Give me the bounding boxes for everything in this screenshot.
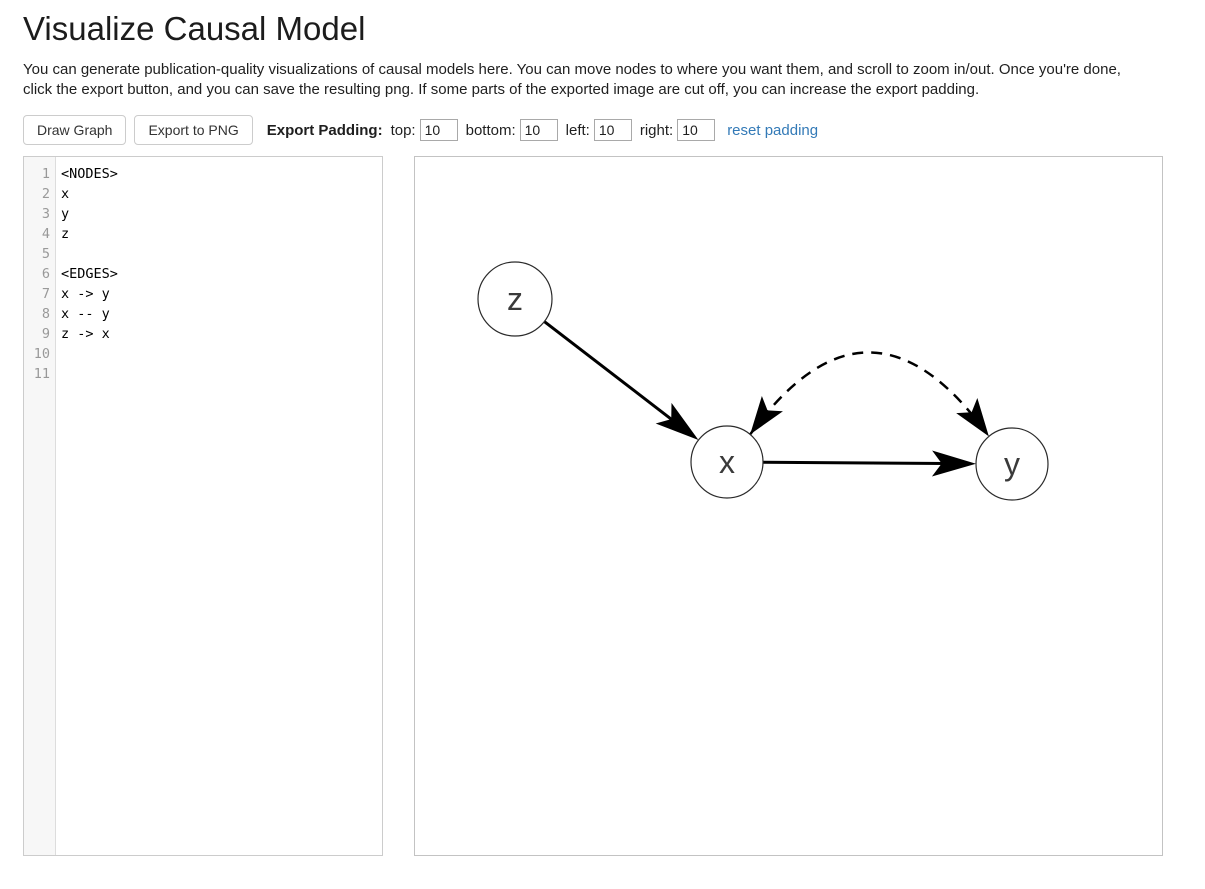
export-png-button[interactable]: Export to PNG	[134, 115, 253, 145]
line-number: 4	[41, 226, 50, 242]
padding-right-field: right:	[639, 119, 716, 141]
line-number: 6	[41, 266, 50, 282]
editor-line[interactable]: 10	[24, 344, 382, 364]
export-padding-label: Export Padding:	[266, 121, 383, 139]
editor-line[interactable]: 8 x -- y	[24, 304, 382, 324]
padding-right-label: right:	[639, 121, 674, 139]
graph-svg[interactable]: z x y	[415, 157, 1162, 855]
arc-arrowhead-y	[956, 397, 989, 437]
page-description: You can generate publication-quality vis…	[23, 61, 1121, 98]
padding-bottom-input[interactable]	[519, 119, 558, 141]
editor-line[interactable]: 1 <NODES>	[24, 164, 382, 184]
reset-padding-link[interactable]: reset padding	[727, 121, 819, 139]
padding-left-field: left:	[566, 119, 632, 141]
padding-bottom-label: bottom:	[465, 121, 516, 139]
edge-arrowhead-y	[931, 450, 977, 477]
padding-right-input[interactable]	[677, 119, 716, 141]
node-label-z: z	[507, 281, 523, 317]
code-text[interactable]: <NODES>	[61, 166, 118, 182]
code-text[interactable]	[56, 364, 61, 384]
code-text[interactable]: x	[61, 186, 70, 202]
node-label-y: y	[1004, 446, 1020, 482]
arc-arrowhead-x	[750, 396, 783, 435]
padding-top-label: top:	[390, 121, 416, 139]
line-number: 11	[33, 366, 50, 382]
graph-node-z[interactable]	[477, 261, 553, 337]
editor-line[interactable]: 5	[24, 244, 382, 264]
edge-line-z-x	[543, 320, 676, 423]
line-number: 7	[41, 286, 50, 302]
editor-line[interactable]: 7 x -> y	[24, 284, 382, 304]
page: Visualize Causal Model You can generate …	[0, 10, 1205, 856]
line-number: 3	[41, 206, 50, 222]
edge-line-x-y	[762, 460, 947, 466]
line-number: 10	[33, 346, 50, 362]
padding-bottom-field: bottom:	[466, 119, 558, 141]
line-number: 2	[41, 186, 50, 202]
editor-line[interactable]: 9 z -> x	[24, 324, 382, 344]
editor-gutter	[24, 157, 56, 855]
padding-left-input[interactable]	[593, 119, 632, 141]
code-text[interactable]: <EDGES>	[61, 266, 118, 282]
page-title: Visualize Causal Model	[23, 10, 366, 47]
code-text[interactable]: z	[61, 226, 70, 242]
line-number: 1	[41, 166, 50, 182]
code-text[interactable]	[56, 244, 61, 264]
line-number: 5	[41, 246, 50, 262]
edge-arrowhead-x	[655, 402, 699, 441]
padding-top-input[interactable]	[419, 119, 458, 141]
padding-left-label: left:	[565, 121, 590, 139]
edge-arc-x-y	[749, 351, 990, 438]
node-label-x: x	[719, 444, 735, 480]
code-text[interactable]: y	[61, 206, 70, 222]
draw-graph-button[interactable]: Draw Graph	[23, 115, 127, 145]
line-number: 9	[41, 326, 50, 342]
code-text[interactable]: x -- y	[61, 306, 110, 322]
editor-line[interactable]: 11	[24, 364, 382, 384]
code-text[interactable]	[56, 344, 61, 364]
code-text[interactable]: z -> x	[61, 326, 110, 342]
graph-node-x[interactable]	[690, 425, 764, 499]
padding-top-field: top:	[391, 119, 458, 141]
editor-line[interactable]: 6 <EDGES>	[24, 264, 382, 284]
line-number: 8	[41, 306, 50, 322]
toolbar: Draw Graph Export to PNG Export Padding:…	[23, 115, 1163, 145]
code-text[interactable]: x -> y	[61, 286, 110, 302]
graph-canvas[interactable]: z x y	[414, 156, 1163, 856]
graph-node-y[interactable]	[975, 427, 1049, 501]
